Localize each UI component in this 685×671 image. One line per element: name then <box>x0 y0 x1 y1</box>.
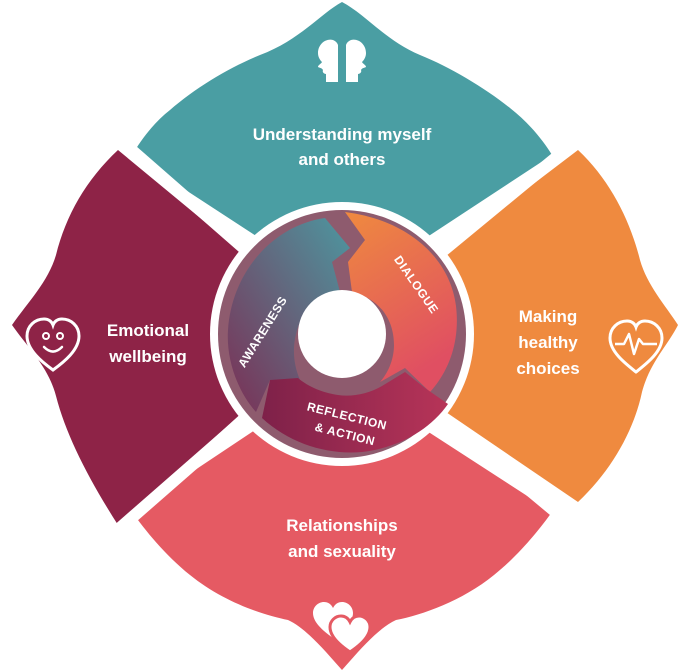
quadrant-relationships-sexuality <box>132 420 552 670</box>
smiling-heart-icon <box>25 317 81 372</box>
cycle-segment-dialogue <box>345 212 457 392</box>
label-emotional-line2: wellbeing <box>108 347 186 366</box>
cycle-segment-reflection <box>262 372 448 453</box>
two-faces-icon <box>318 39 366 82</box>
label-healthy-line3: choices <box>516 359 579 378</box>
quadrant-understanding-myself <box>132 2 552 245</box>
label-relationships-line1: Relationships <box>286 516 397 535</box>
label-understanding-line1: Understanding myself <box>253 125 432 144</box>
label-relationships-line2: and sexuality <box>288 542 396 561</box>
quadrant-making-healthy-choices <box>440 150 678 502</box>
two-hearts-icon <box>313 602 372 654</box>
center-hole <box>298 290 386 378</box>
label-understanding-line2: and others <box>299 150 386 169</box>
heartbeat-heart-icon <box>608 319 664 374</box>
quadrant-emotional-wellbeing <box>12 150 245 525</box>
label-healthy-line1: Making <box>519 307 578 326</box>
label-emotional-line1: Emotional <box>107 321 189 340</box>
cycle-segment-awareness <box>227 218 350 412</box>
label-healthy-line2: healthy <box>518 333 578 352</box>
